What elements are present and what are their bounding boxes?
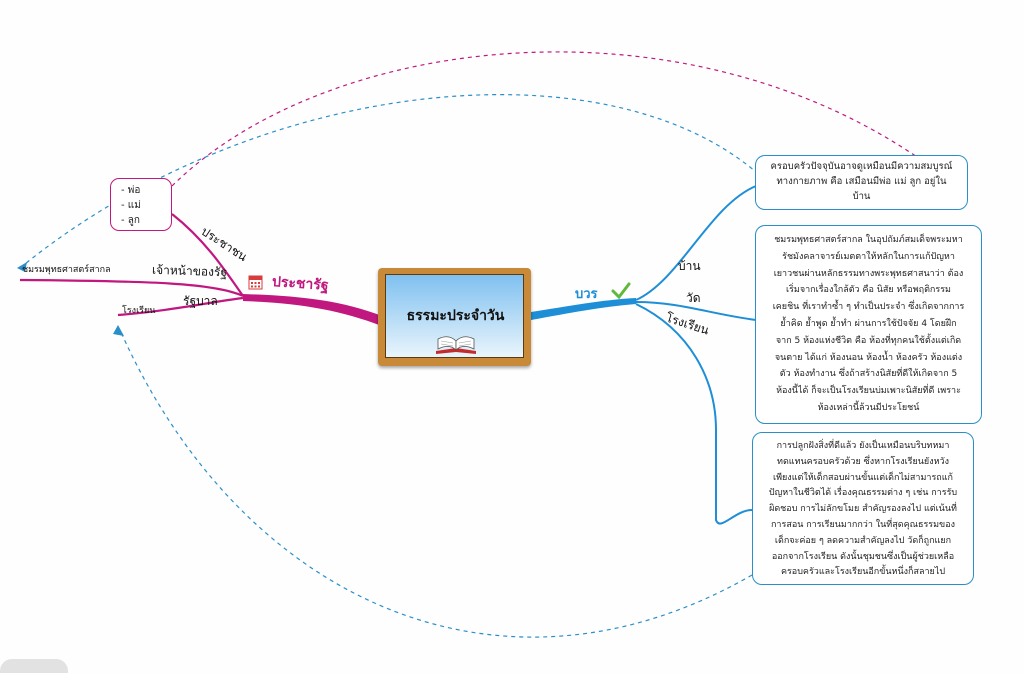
note-line: ครอบครัวปัจจุบันอาจดูเหมือนมีความสมบูรณ์ — [770, 161, 953, 172]
note-line: ผิดชอบ การไม่ลักขโมย สำคัญรองลงไป แต่เน้… — [769, 504, 957, 515]
right-branch-home — [635, 185, 757, 301]
note-temple[interactable]: ชมรมพุทธศาสตร์สากล ในอุปถัมภ์สมเด็จพระมห… — [755, 225, 982, 424]
note-line: เริ่มจากเรื่องใกล้ตัว คือ นิสัย หรือพฤติ… — [786, 285, 951, 296]
member-mother: - แม่ — [121, 200, 141, 211]
topic-board: ธรรมะประจำวัน — [385, 274, 524, 358]
right-branch-temple — [635, 301, 757, 321]
note-line: เพียงแต่ให้เด็กสอบผ่านขั้นแต่เด็กไม่สามา… — [773, 472, 953, 483]
member-child: - ลูก — [121, 215, 140, 226]
note-line: บ้าน — [852, 191, 871, 202]
note-line: รัชมังคลาจารย์เมตตาให้หลักในการแก้ปัญหา — [782, 251, 955, 262]
relation-line-school-note — [119, 329, 753, 638]
left-branch-officials — [19, 278, 244, 297]
note-line: ปัญหาในชีวิตได้ เรื่องคุณธรรมต่าง ๆ เช่น… — [768, 488, 958, 499]
note-home[interactable]: ครอบครัวปัจจุบันอาจดูเหมือนมีความสมบูรณ์… — [755, 155, 968, 210]
corner-tab — [0, 659, 68, 673]
leaf-label-school[interactable]: โรงเรียน — [122, 306, 156, 316]
calendar-icon — [248, 275, 263, 290]
note-line: เคยชิน ที่เราทำซ้ำ ๆ ทำเป็นประจำ ซึ่งเกิ… — [772, 302, 965, 313]
note-line: การสอน การเรียนมากกว่า ในที่สุดคุณธรรมขอ… — [770, 519, 955, 530]
note-line: ย้ำคิด ย้ำพูด ย้ำทำ ผ่านการใช้ปัจจัย 4 โ… — [780, 318, 957, 329]
left-main-branch — [243, 294, 382, 326]
note-line: ตัว ห้องทำงาน ซึ่งถ้าสร้างนิสัยที่ดีให้เ… — [779, 369, 958, 380]
open-book-icon — [436, 336, 476, 354]
branch-label-temple[interactable]: วัด — [686, 291, 701, 305]
member-father: - พ่อ — [121, 185, 141, 196]
note-line: จนตาย ได้แก่ ห้องนอน ห้องน้ำ ห้องครัว ห้… — [774, 352, 963, 363]
left-branch-people — [171, 213, 244, 297]
leaf-label-club[interactable]: ชมรมพุทธศาสตร์สากล — [22, 265, 111, 275]
members-box[interactable]: - พ่อ - แม่ - ลูก — [110, 178, 172, 231]
branch-label-bowon[interactable]: บวร — [575, 287, 598, 302]
note-line: ทดแทนครอบครัวด้วย ซึ่งหากโรงเรียนยังหวัง — [777, 456, 949, 467]
branch-label-home[interactable]: บ้าน — [678, 259, 701, 273]
note-line: ชมรมพุทธศาสตร์สากล ในอุปถัมภ์สมเด็จพระมห… — [774, 235, 963, 245]
branch-label-officials[interactable]: เจ้าหน้าของรัฐ — [151, 262, 228, 280]
note-line: ห้องนี้ได้ ก็จะเป็นโรงเรียนบ่มเพาะนิสัยท… — [776, 386, 961, 397]
left-branch-government — [117, 296, 244, 317]
branch-label-pracharat[interactable]: ประชารัฐ — [271, 274, 330, 294]
right-main-branch — [531, 298, 636, 320]
note-line: การปลูกฝังสิ่งที่ดีแล้ว ยังเป็นเหมือนบริ… — [776, 441, 950, 451]
central-topic-title: ธรรมะประจำวัน — [406, 308, 505, 324]
note-school[interactable]: การปลูกฝังสิ่งที่ดีแล้ว ยังเป็นเหมือนบริ… — [752, 432, 974, 585]
relation-arrow-head — [17, 262, 27, 272]
right-branch-school — [635, 303, 753, 525]
branch-label-government[interactable]: รัฐบาล — [183, 294, 218, 308]
note-line: ห้องเหล่านี้ล้วนมีประโยชน์ — [817, 402, 920, 413]
relation-arrow-head — [113, 325, 124, 336]
relation-line-home-members — [171, 51, 943, 187]
note-line: ทางกายภาพ คือ เสมือนมีพ่อ แม่ ลูก อยู่ใน — [776, 176, 947, 187]
note-line: ครอบครัวและโรงเรียนอีกขั้นหนึ่งก็สลายไป — [780, 567, 946, 578]
note-line: ออกจากโรงเรียน ดังนั้นชุมชนซึ่งเป็นผู้ช่… — [771, 551, 955, 562]
central-topic[interactable]: ธรรมะประจำวัน — [378, 268, 531, 366]
note-line: เด็กจะค่อย ๆ ลดความสำคัญลงไป วัดก็ถูกแยก — [774, 535, 952, 546]
note-line: จาก 5 ห้องแห่งชีวิต คือ ห้องที่ทุกคนใช้ต… — [775, 335, 962, 346]
note-line: เยาวชนผ่านหลักธรรมทางพระพุทธศาสนาว่า ต้อ… — [773, 268, 964, 279]
checkmark-icon — [611, 282, 631, 300]
